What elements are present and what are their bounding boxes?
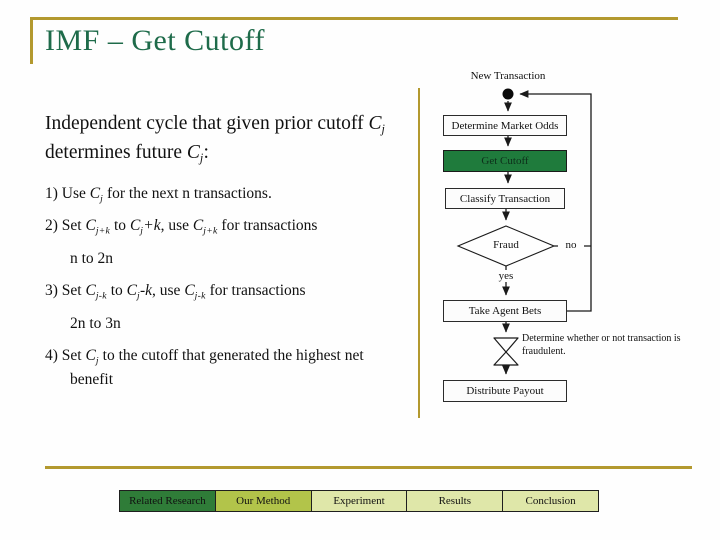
- tab-results[interactable]: Results: [406, 490, 504, 512]
- title-left-gold-rule: [30, 17, 33, 64]
- footer-nav: Related Research Our Method Experiment R…: [119, 490, 599, 512]
- tab-related-research[interactable]: Related Research: [119, 490, 216, 512]
- flow-start-label: New Transaction: [470, 70, 546, 82]
- flow-node-determine-market-odds: Determine Market Odds: [443, 115, 567, 136]
- flowchart-connectors: [456, 88, 592, 375]
- flowchart: New Transaction Determine Market Odds Ge…: [420, 70, 710, 435]
- flow-decision-fraud-label: Fraud: [493, 239, 519, 251]
- flow-node-distribute-payout: Distribute Payout: [443, 380, 567, 402]
- list-item-3: 3) Set Cj-k to Cj-k, use Cj-k for transa…: [45, 282, 306, 302]
- flow-delay-note: Determine whether or not transaction is …: [522, 333, 681, 357]
- list-item-2: 2) Set Cj+k to Cj+k, use Cj+k for transa…: [45, 217, 318, 237]
- footer-gold-rule: [45, 466, 692, 469]
- flow-node-get-cutoff: Get Cutoff: [443, 150, 567, 172]
- flow-node-classify-transaction: Classify Transaction: [445, 188, 565, 209]
- start-node-dot: [502, 88, 514, 100]
- tab-our-method[interactable]: Our Method: [214, 490, 312, 512]
- top-gold-rule: [30, 17, 678, 20]
- intro-paragraph: Independent cycle that given prior cutof…: [45, 113, 386, 165]
- flow-branch-no-label: no: [558, 239, 584, 251]
- tab-conclusion[interactable]: Conclusion: [502, 490, 599, 512]
- list-item-3-continuation: 2n to 3n: [70, 315, 121, 332]
- flow-node-take-agent-bets: Take Agent Bets: [443, 300, 567, 322]
- tab-experiment[interactable]: Experiment: [310, 490, 408, 512]
- page-title: IMF – Get Cutoff: [45, 24, 265, 57]
- list-item-2-continuation: n to 2n: [70, 250, 114, 267]
- flowchart-divider-rule: [418, 88, 420, 418]
- list-item-4: 4) Set Cj to the cutoff that generated t…: [45, 347, 364, 389]
- list-item-1: 1) Use Cj for the next n transactions.: [45, 185, 272, 205]
- flow-branch-yes-label: yes: [490, 270, 522, 282]
